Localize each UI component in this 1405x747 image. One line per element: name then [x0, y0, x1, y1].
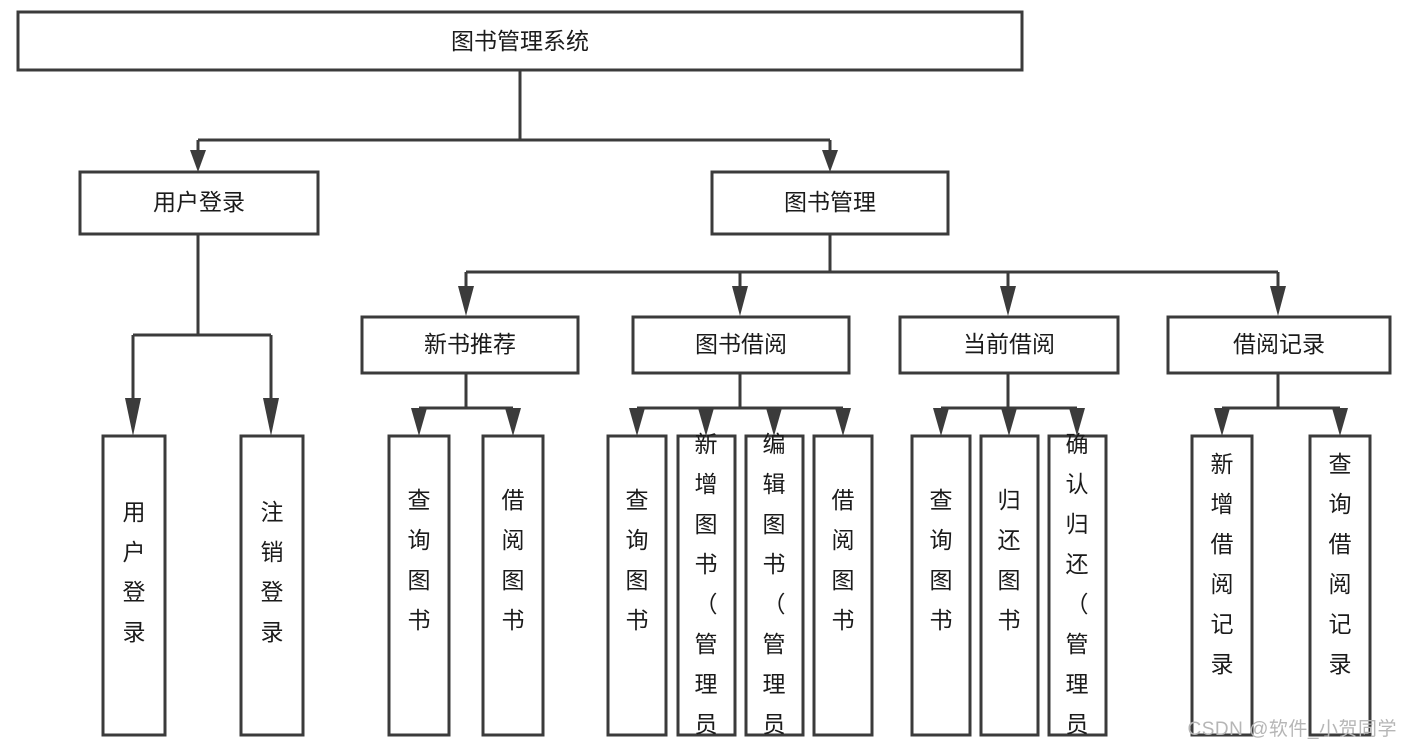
arrow-head-leaf-query-record	[1332, 408, 1348, 436]
connector-group-book-borrow	[629, 373, 851, 436]
leaf-query-book-1-label: 查询图书	[408, 487, 431, 633]
node-borrow-record[interactable]: 借阅记录	[1166, 315, 1392, 375]
leaf-edit-book-label: 编辑图书（管理员）	[763, 431, 786, 747]
leaf-node[interactable]: 新增图书（管理员）	[676, 431, 737, 747]
arrow-head-leaf-user-logout	[263, 398, 279, 436]
leaf-user-logout-label: 注销登录	[261, 499, 284, 645]
arrow-head-leaf-borrow-book-2	[835, 408, 851, 436]
node-root-box[interactable]	[16, 10, 1024, 72]
node-book-manage[interactable]: 图书管理	[710, 170, 950, 236]
arrow-head-leaf-add-record	[1214, 408, 1230, 436]
arrow-head-current-borrow	[1000, 286, 1016, 316]
node-user-login-box[interactable]	[78, 170, 320, 236]
arrow-head-leaf-return-book	[1001, 408, 1017, 436]
node-current-borrow[interactable]: 当前借阅	[898, 315, 1120, 375]
leaf-node[interactable]: 编辑图书（管理员）	[744, 431, 805, 747]
leaf-node[interactable]: 归还图书	[979, 434, 1040, 737]
node-new-book-recommend[interactable]: 新书推荐	[360, 315, 580, 375]
connector-group-book-manage	[458, 235, 1286, 316]
leaf-node[interactable]: 查询图书	[910, 434, 972, 737]
csdn-watermark: CSDN @软件_小贺同学	[1187, 719, 1397, 740]
leaf-query-record-box[interactable]	[1308, 434, 1372, 737]
arrow-head-leaf-edit-book	[766, 408, 782, 436]
leaf-node[interactable]: 注销登录	[239, 434, 305, 737]
leaf-user-login-label: 用户登录	[123, 499, 146, 645]
arrow-head-user-login	[190, 150, 206, 172]
arrow-head-new-book-recommend	[458, 286, 474, 316]
node-user-login[interactable]: 用户登录	[78, 170, 320, 236]
node-borrow-record-box[interactable]	[1166, 315, 1392, 375]
arrow-head-book-borrow	[732, 286, 748, 316]
node-user-login-label: 用户登录	[153, 189, 245, 215]
leaf-return-book-box[interactable]	[979, 434, 1040, 737]
leaf-node[interactable]: 用户登录	[101, 434, 167, 737]
leaf-edit-book-box[interactable]	[744, 434, 805, 737]
node-book-manage-box[interactable]	[710, 170, 950, 236]
arrow-head-leaf-query-book-2	[629, 408, 645, 436]
leaf-confirm-return-box[interactable]	[1047, 434, 1108, 737]
arrow-head-leaf-query-book-3	[933, 408, 949, 436]
leaf-node[interactable]: 新增借阅记录	[1190, 434, 1254, 737]
leaf-node[interactable]: 借阅图书	[812, 434, 874, 737]
node-book-borrow-label: 图书借阅	[695, 331, 787, 357]
arrow-head-borrow-record	[1270, 286, 1286, 316]
leaf-borrow-book-1-label: 借阅图书	[502, 487, 525, 633]
node-book-borrow-box[interactable]	[631, 315, 851, 375]
node-borrow-record-label: 借阅记录	[1233, 331, 1325, 357]
leaf-confirm-return-label: 确认归还（管理员）	[1066, 431, 1089, 747]
leaf-node[interactable]: 确认归还（管理员）	[1047, 431, 1108, 747]
connector-group-borrow-record	[1214, 373, 1348, 436]
leaf-borrow-book-2-label: 借阅图书	[832, 487, 855, 633]
node-new-book-recommend-box[interactable]	[360, 315, 580, 375]
leaf-query-book-3-label: 查询图书	[930, 487, 953, 633]
leaf-user-logout-box[interactable]	[239, 434, 305, 737]
leaf-node[interactable]: 查询图书	[606, 434, 668, 737]
leaf-return-book-label: 归还图书	[998, 487, 1021, 633]
connector-group-root	[190, 70, 838, 172]
node-root-label: 图书管理系统	[451, 28, 589, 54]
leaf-add-record-box[interactable]	[1190, 434, 1254, 737]
leaf-add-record-label: 新增借阅记录	[1211, 451, 1234, 677]
arrow-head-leaf-user-login	[125, 398, 141, 436]
arrow-head-leaf-confirm-return	[1069, 408, 1085, 436]
leaf-query-book-1-box[interactable]	[387, 434, 451, 737]
node-new-book-recommend-label: 新书推荐	[424, 331, 516, 357]
leaf-query-book-2-box[interactable]	[606, 434, 668, 737]
arrow-head-leaf-borrow-book-1	[505, 408, 521, 436]
leaf-node[interactable]: 查询借阅记录	[1308, 434, 1372, 737]
leaf-query-record-label: 查询借阅记录	[1329, 451, 1352, 677]
connector-group-user-login	[125, 235, 279, 436]
leaf-borrow-book-1-box[interactable]	[481, 434, 545, 737]
connector-group-current-borrow	[933, 373, 1085, 436]
node-book-manage-label: 图书管理	[784, 189, 876, 215]
node-book-borrow[interactable]: 图书借阅	[631, 315, 851, 375]
leaf-query-book-3-box[interactable]	[910, 434, 972, 737]
node-current-borrow-box[interactable]	[898, 315, 1120, 375]
leaf-add-book-label: 新增图书（管理员）	[695, 431, 718, 747]
arrow-head-leaf-add-book	[698, 408, 714, 436]
node-root[interactable]: 图书管理系统	[16, 10, 1024, 72]
leaf-node[interactable]: 借阅图书	[481, 434, 545, 737]
leaf-user-login-box[interactable]	[101, 434, 167, 737]
leaf-query-book-2-label: 查询图书	[626, 487, 649, 633]
leaf-borrow-book-2-box[interactable]	[812, 434, 874, 737]
connector-group-new-book-recommend	[411, 373, 521, 436]
node-current-borrow-label: 当前借阅	[963, 331, 1055, 357]
leaf-add-book-box[interactable]	[676, 434, 737, 737]
leaf-node[interactable]: 查询图书	[387, 434, 451, 737]
arrow-head-leaf-query-book-1	[411, 408, 427, 436]
arrow-head-book-manage	[822, 150, 838, 172]
